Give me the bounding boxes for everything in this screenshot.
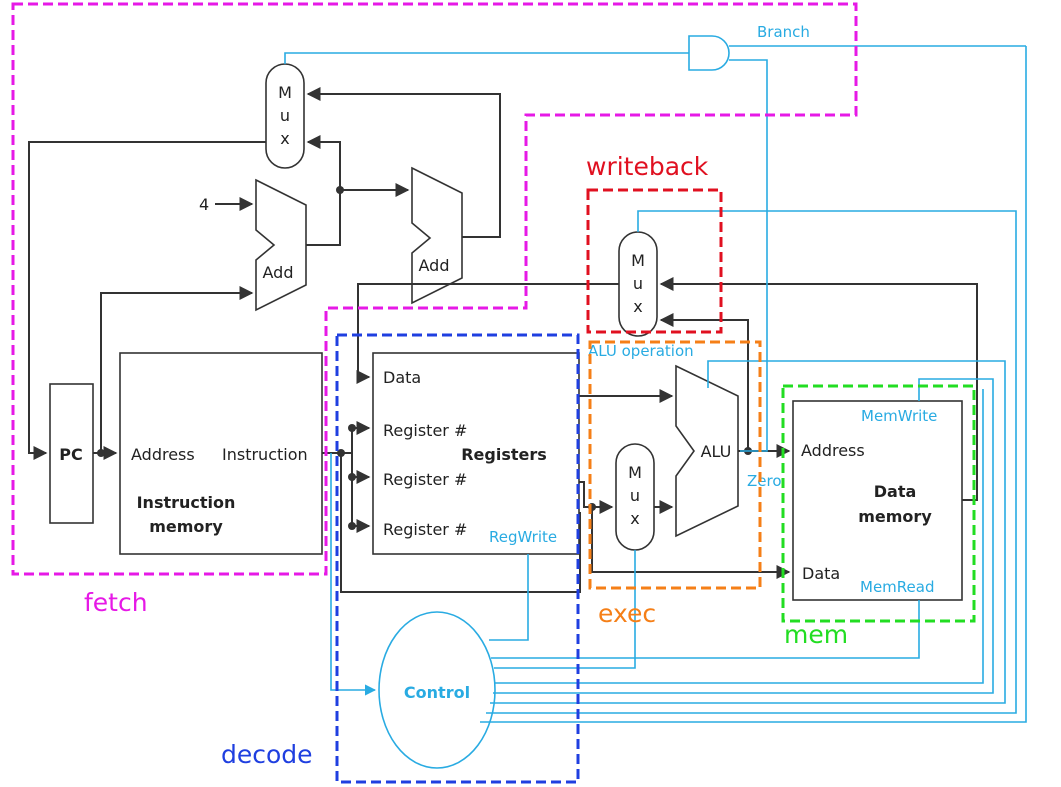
registers-block: Data Register # Register # Register # Re… <box>372 352 580 555</box>
branch-adder-label: Add <box>419 256 450 275</box>
constant-four-label: 4 <box>199 195 209 214</box>
writeback-stage-label: writeback <box>586 152 709 181</box>
alu-mux-u: u <box>630 486 640 505</box>
instr-mem-title-1: Instruction <box>137 493 236 512</box>
fetch-stage-box: fetch <box>11 2 858 617</box>
alu-mux-x: x <box>630 509 639 528</box>
control-unit: Control <box>378 611 496 769</box>
fetch-stage-label: fetch <box>84 588 148 617</box>
branch-label: Branch <box>757 23 810 41</box>
wb-mux-x: x <box>633 297 642 316</box>
exec-stage-label: exec <box>598 599 656 628</box>
data-mem-title-1: Data <box>874 482 917 501</box>
wb-mux-u: u <box>633 274 643 293</box>
data-memory-block: Address Data Data memory MemWrite MemRea… <box>792 400 963 601</box>
alu-mux-m: M <box>628 463 642 482</box>
instr-mem-instruction-label: Instruction <box>222 445 308 464</box>
exec-stage-box: exec <box>588 340 762 628</box>
reg-data-label: Data <box>383 368 421 387</box>
writeback-stage-box: writeback <box>586 152 723 334</box>
reg-num-label-1: Register # <box>383 421 467 440</box>
instruction-memory-block: Address Instruction Instruction memory <box>119 352 323 555</box>
control-wires <box>284 45 1027 723</box>
alu: ALU <box>675 364 739 538</box>
regwrite-label: RegWrite <box>489 528 557 546</box>
reg-num-label-3: Register # <box>383 520 467 539</box>
instr-mem-address-label: Address <box>131 445 195 464</box>
pc-label: PC <box>59 445 82 464</box>
control-label: Control <box>404 683 470 702</box>
pc-source-mux: M u x <box>265 63 305 169</box>
wb-mux-m: M <box>631 251 645 270</box>
data-mem-data-label: Data <box>802 564 840 583</box>
pc-mux-u: u <box>280 106 290 125</box>
zero-label: Zero <box>747 472 782 490</box>
pc-adder-label: Add <box>263 263 294 282</box>
pc-register: PC <box>49 383 94 524</box>
decode-stage-label: decode <box>221 740 313 769</box>
alu-label: ALU <box>701 442 732 461</box>
alu-operation-label: ALU operation <box>588 342 694 360</box>
datapath-wires: 4 <box>28 87 978 593</box>
decode-stage-box: decode <box>221 333 580 784</box>
writeback-mux: M u x <box>618 231 658 337</box>
data-mem-address-label: Address <box>801 441 865 460</box>
data-mem-title-2: memory <box>858 507 932 526</box>
mem-stage-label: mem <box>784 620 848 649</box>
pc-adder: Add <box>255 178 307 312</box>
pc-mux-x: x <box>280 129 289 148</box>
alu-src-mux: M u x <box>615 443 655 551</box>
memread-label: MemRead <box>860 578 934 596</box>
instr-mem-title-2: memory <box>149 517 223 536</box>
reg-num-label-2: Register # <box>383 470 467 489</box>
registers-title: Registers <box>461 445 547 464</box>
mem-stage-box: mem <box>781 384 976 649</box>
memwrite-label: MemWrite <box>861 407 937 425</box>
branch-adder: Add <box>411 166 463 305</box>
pc-mux-m: M <box>278 83 292 102</box>
branch-and-gate <box>688 35 730 71</box>
